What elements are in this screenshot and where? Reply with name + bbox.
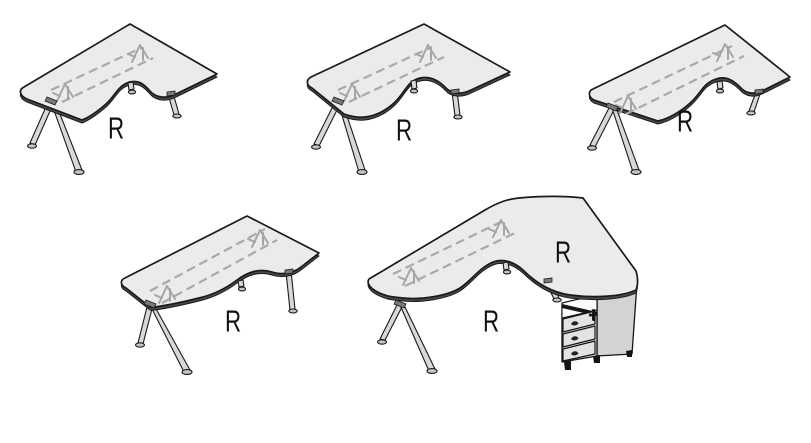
drawer-handle-icon [571,351,579,356]
ergonomic-desk-right-icon [306,23,511,175]
lock-icon [592,309,596,321]
desk-legs [586,90,762,175]
desk-3-label: R [676,103,694,139]
drawer-handle-icon [571,321,579,326]
hidden-frame-lines [613,43,745,115]
hidden-frame-lines [392,219,518,287]
desk-figure-4 [105,196,350,402]
desk-1-label: R [107,110,125,146]
desk-5-main-label: R [482,303,500,339]
pedestal-foot [593,355,600,363]
ergonomic-desk-right-icon [19,23,218,175]
ergonomic-desk-right-icon [586,24,791,175]
front-leg-mounts [143,268,294,309]
pedestal-foot [626,350,632,357]
hidden-frame-lines [50,44,154,103]
desk-figure-5 [355,182,667,408]
drawer-3 [562,340,596,362]
hidden-frame-lines [337,44,445,103]
desk-top [588,24,791,122]
hidden-frame-lines [149,228,278,304]
lock-icon [588,313,593,317]
desk-top-l-shape [367,195,639,300]
desk-top [120,215,320,308]
drawer-1 [562,310,596,333]
desk-5-return-label: R [554,234,572,270]
desk-4-label: R [224,303,242,339]
front-leg-mounts [331,79,460,106]
front-leg-mounts [605,80,764,112]
front-leg-mounts [393,261,553,309]
drawer-2 [562,325,596,348]
desk-top [19,23,218,121]
wave-desk-right-icon [120,215,320,375]
desk-figure-3 [562,14,798,186]
l-desk-with-pedestal-right-icon [367,195,639,374]
desk-figure-1 [5,12,230,190]
front-leg-mounts [44,81,176,106]
pedestal-drawers [562,309,596,362]
desk-figure-2 [300,10,515,192]
pedestal [561,282,638,370]
pedestal-foot [564,361,571,370]
drawer-handle-icon [571,336,579,341]
desk-2-label: R [395,112,413,148]
